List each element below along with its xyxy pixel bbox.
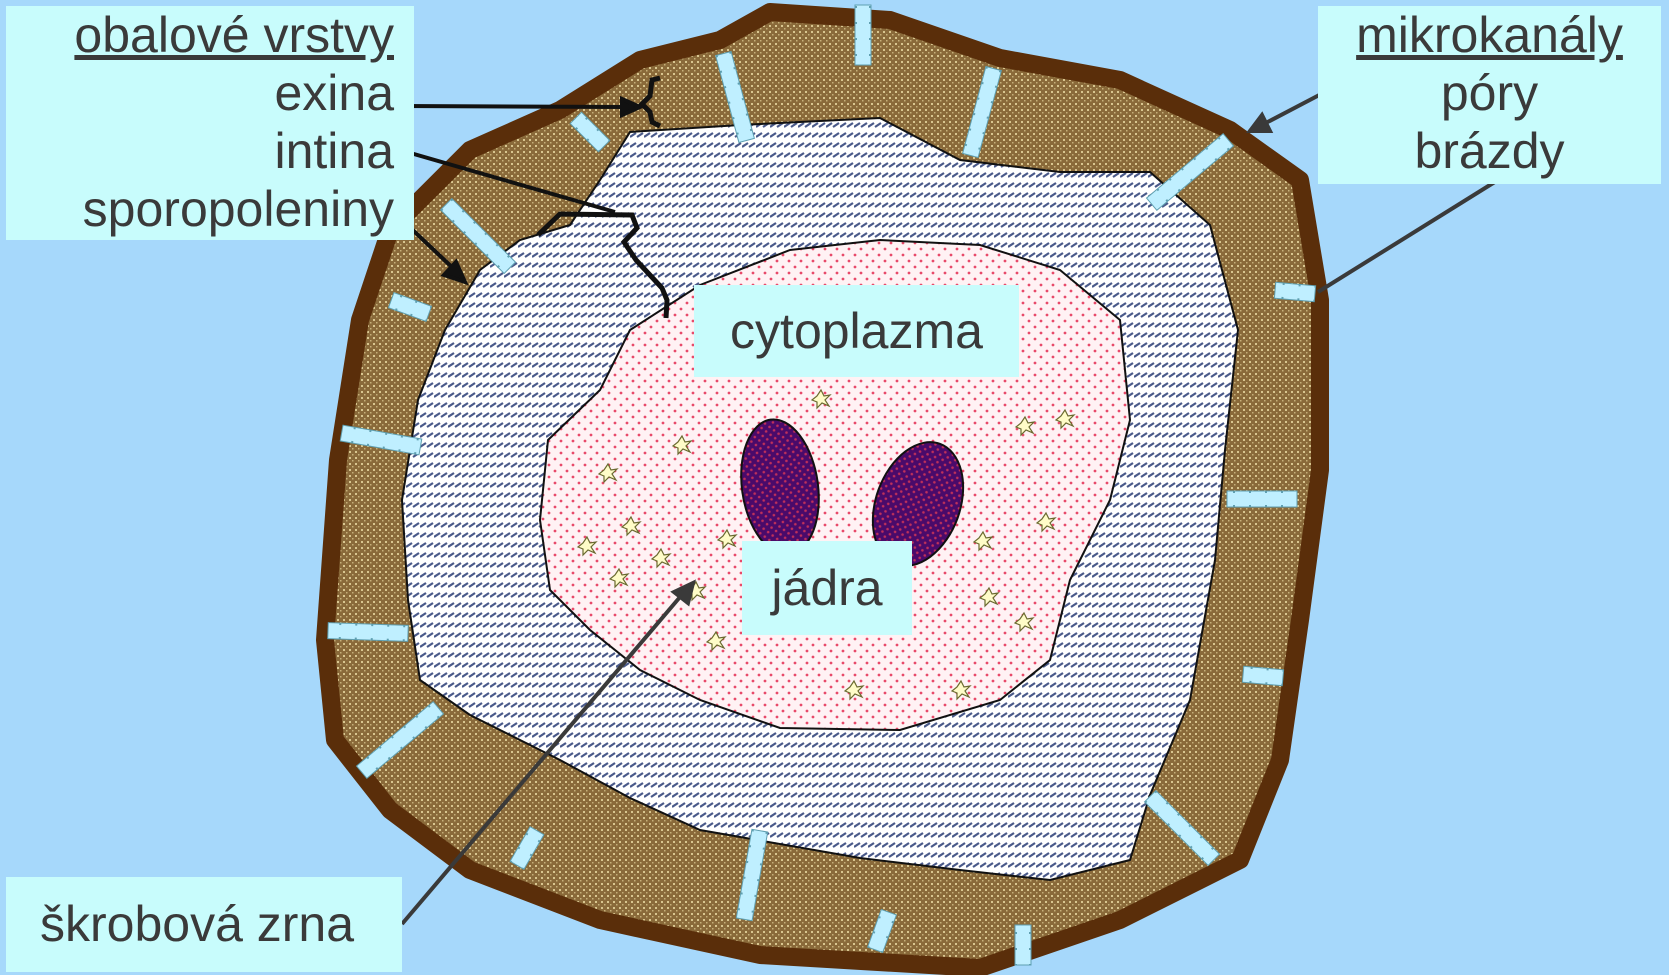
furrows-label: brázdy xyxy=(1318,122,1661,180)
pore xyxy=(1274,282,1315,301)
starch-grains-label-box: škrobová zrna xyxy=(6,877,402,972)
pore xyxy=(855,5,871,65)
microchannels-heading: mikrokanály xyxy=(1318,6,1661,64)
arrowhead xyxy=(1250,115,1270,131)
starch-grains-label: škrobová zrna xyxy=(6,877,402,972)
pore xyxy=(1015,925,1031,965)
exine-label: exina xyxy=(74,64,394,122)
nuclei-label-box: jádra xyxy=(742,541,912,635)
furrow-pointer xyxy=(1318,180,1498,292)
pores-label: póry xyxy=(1318,64,1661,122)
pore xyxy=(1242,666,1283,685)
nuclei-label: jádra xyxy=(742,541,912,635)
microchannel-pointer xyxy=(1262,92,1325,125)
exine-pointer xyxy=(400,106,628,107)
pore xyxy=(328,623,409,642)
coat-layers-heading: obalové vrstvy xyxy=(74,6,394,64)
cytoplasm-label: cytoplazma xyxy=(694,285,1019,377)
intine-label: intina xyxy=(74,122,394,180)
microchannels-label-box: mikrokanály póry brázdy xyxy=(1318,6,1661,184)
sporopollenin-label: sporopoleniny xyxy=(74,180,394,238)
pore xyxy=(1227,491,1297,507)
cytoplasm-label-box: cytoplazma xyxy=(694,285,1019,377)
coat-layers-label-box: obalové vrstvy exina intina sporopolenin… xyxy=(6,6,414,240)
